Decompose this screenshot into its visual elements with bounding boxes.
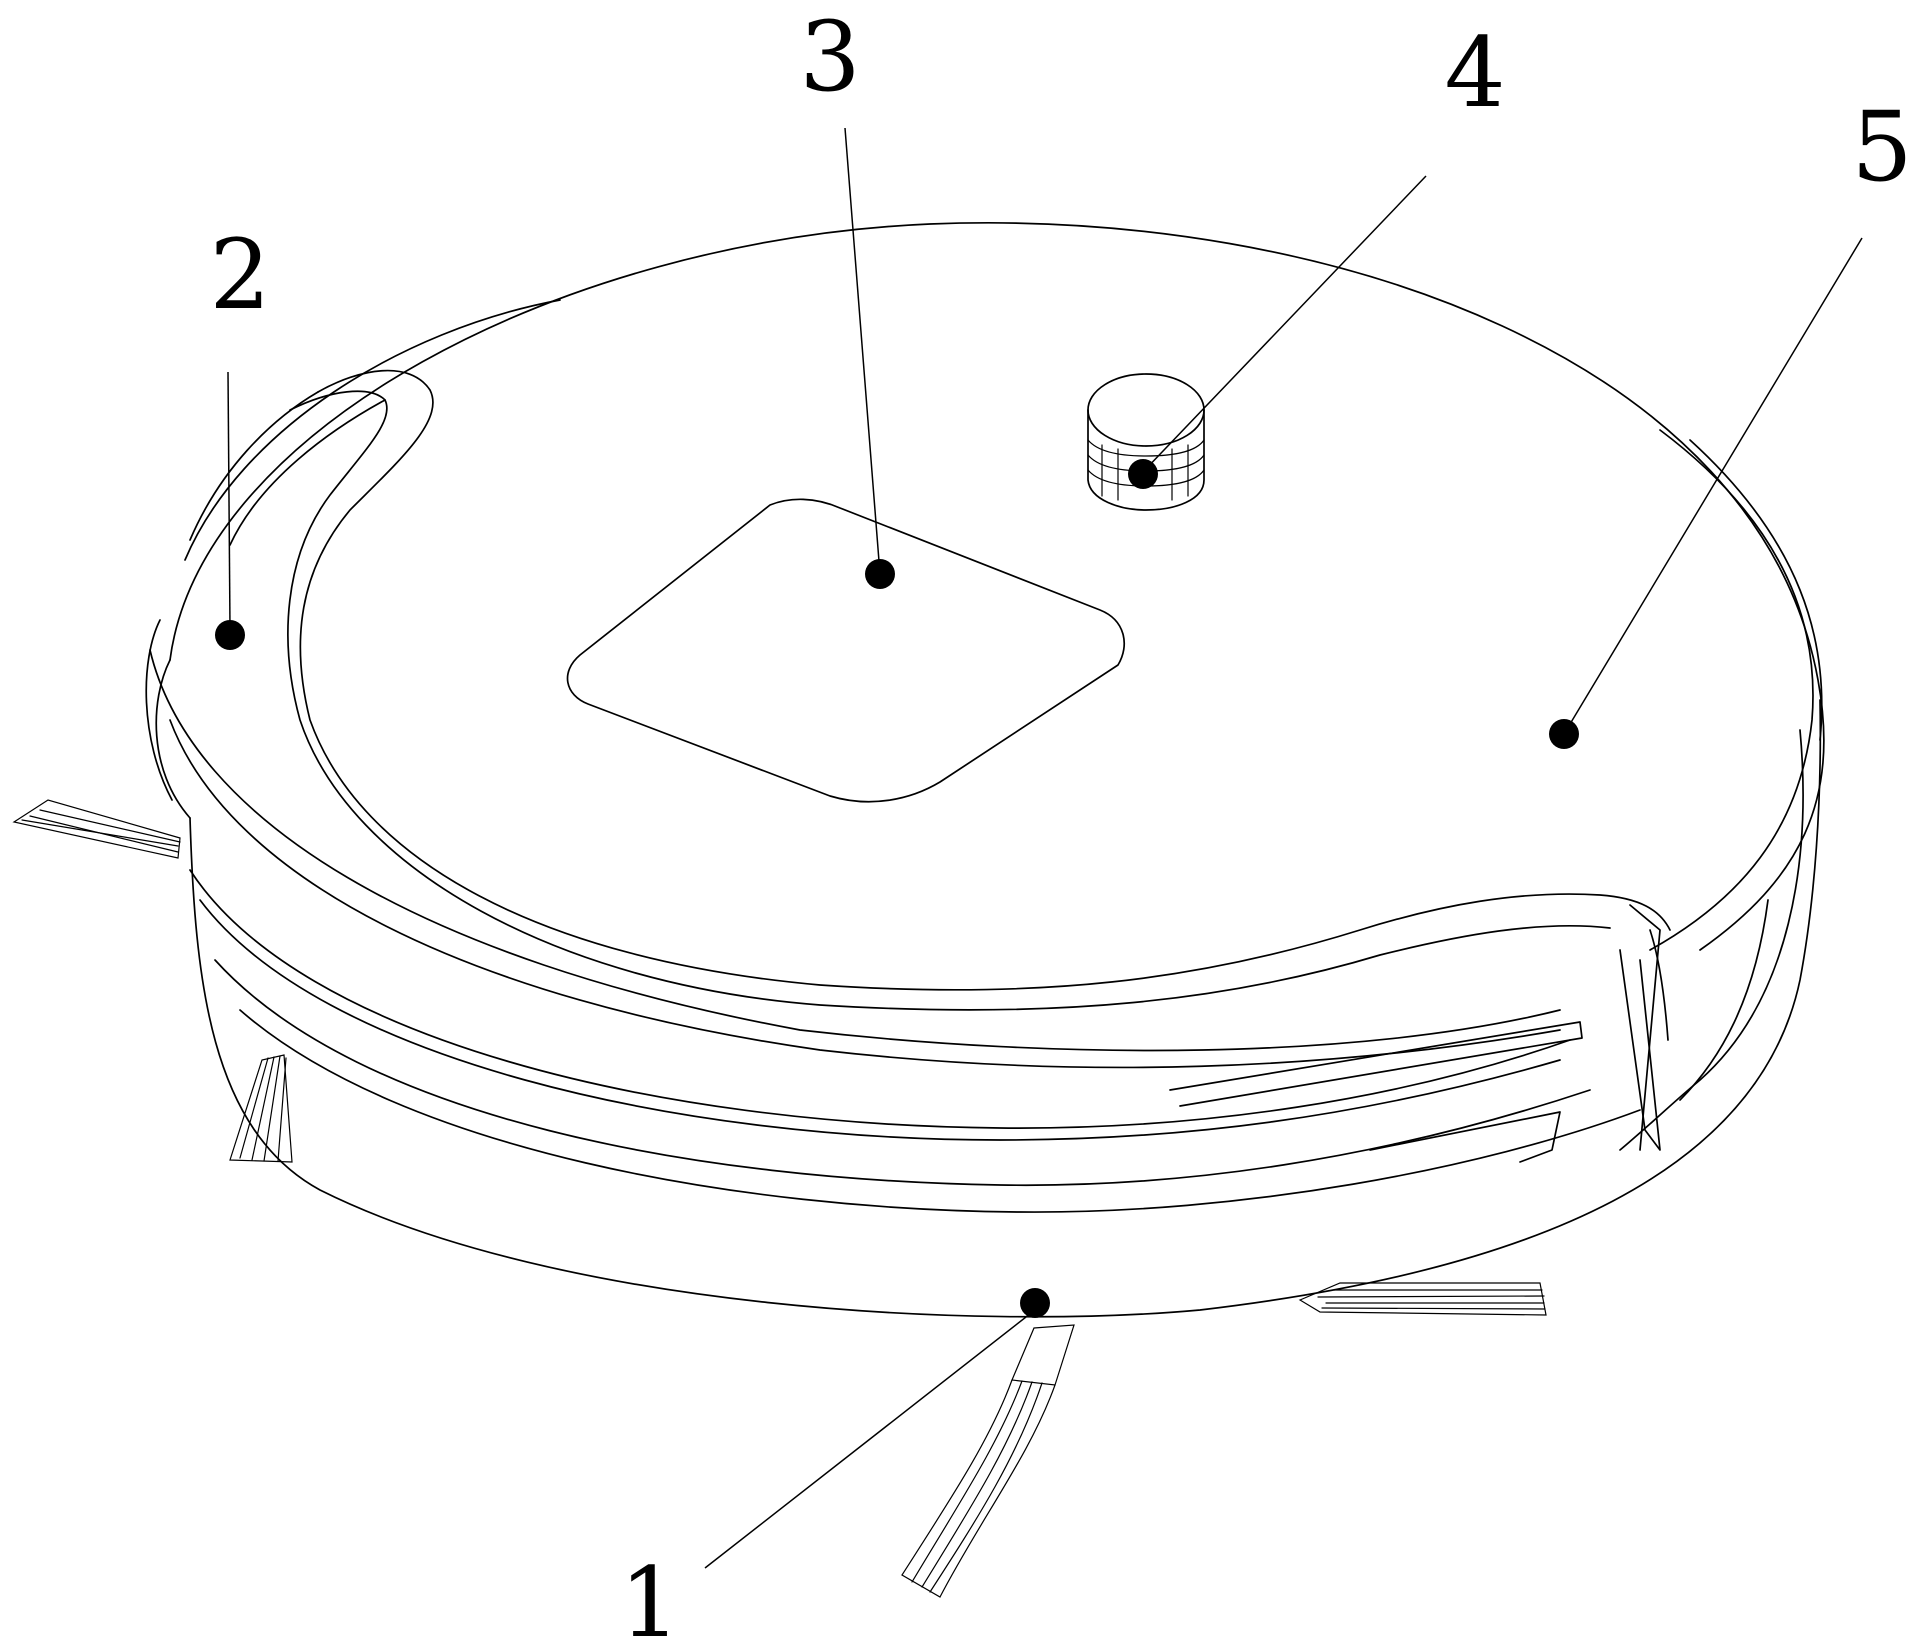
control-panel <box>566 498 1126 803</box>
callout-dot-2 <box>215 620 245 650</box>
leader-lines <box>227 127 1863 1569</box>
callout-dot-4 <box>1128 459 1158 489</box>
callout-label-2: 2 <box>209 219 270 331</box>
lidar-sensor <box>1087 373 1205 511</box>
side-brush-left-upper <box>12 799 181 859</box>
callout-label-4: 4 <box>1444 17 1505 129</box>
callout-label-5: 5 <box>1851 91 1912 203</box>
leader-5 <box>1563 237 1863 735</box>
callout-dot-1 <box>1020 1288 1050 1318</box>
callout-dot-3 <box>865 559 895 589</box>
side-brush-left-lower <box>229 1054 293 1163</box>
callout-dot-5 <box>1549 719 1579 749</box>
leader-1 <box>704 1309 1036 1569</box>
callout-label-1: 1 <box>619 1547 680 1645</box>
body-side-wall <box>145 619 1822 1318</box>
callout-dots <box>215 459 1579 1318</box>
leader-2 <box>227 371 231 629</box>
leader-3 <box>844 127 881 575</box>
side-brush-right <box>1298 1282 1547 1316</box>
callout-label-3: 3 <box>799 1 860 113</box>
callout-labels: 1 2 3 4 5 <box>209 1 1912 1645</box>
leader-4 <box>1142 175 1427 473</box>
handle-band <box>189 369 1671 1011</box>
side-brush-front <box>901 1324 1075 1598</box>
top-cover <box>149 222 1825 1151</box>
